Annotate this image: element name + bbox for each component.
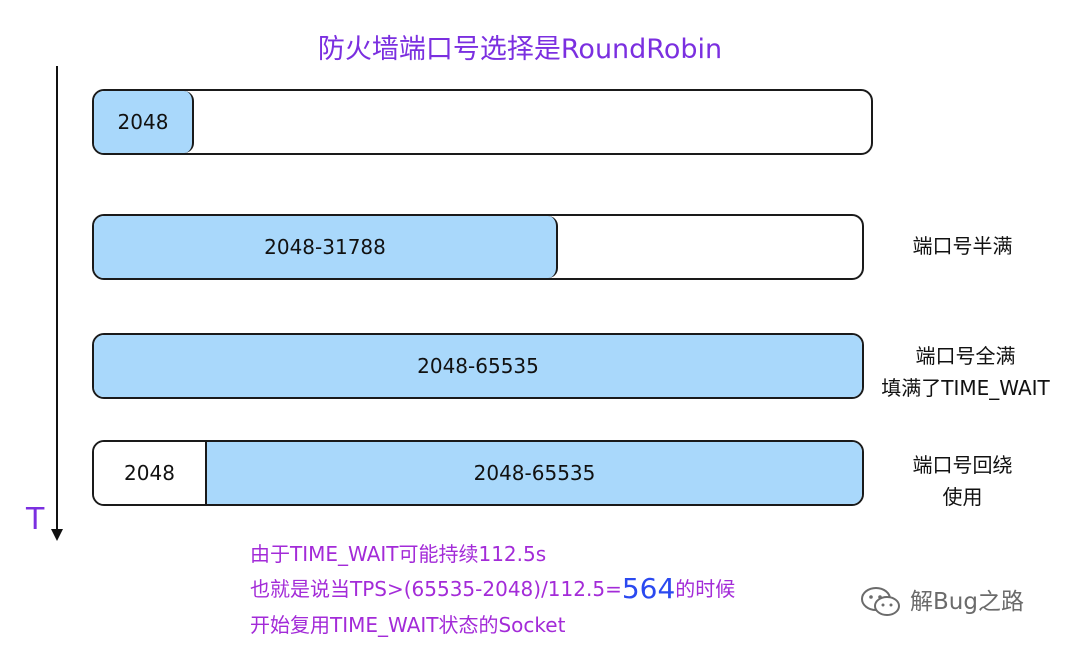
tps-threshold-value: 564 xyxy=(621,572,676,605)
port-segment-used: 2048-65535 xyxy=(207,442,862,504)
bar-3-note-line-2: 填满了TIME_WAIT xyxy=(881,376,1050,400)
bar-4-note: 端口号回绕 使用 xyxy=(880,449,1045,513)
explanation-line-3: 开始复用TIME_WAIT状态的Socket xyxy=(250,613,566,637)
explanation-line-2-suffix: 的时候 xyxy=(675,577,736,601)
port-bar-2: 2048-31788 xyxy=(92,214,864,280)
wechat-icon xyxy=(861,587,900,616)
explanation-line-2: 也就是说当TPS>(65535-2048)/112.5=564的时候 xyxy=(250,574,735,604)
port-segment-wrapped: 2048 xyxy=(94,442,207,504)
watermark-text: 解Bug之路 xyxy=(910,589,1024,615)
port-segment-used: 2048 xyxy=(94,91,194,153)
port-bar-3: 2048-65535 xyxy=(92,333,864,399)
bar-4-note-line-1: 端口号回绕 xyxy=(912,453,1013,477)
time-axis-line xyxy=(56,66,58,532)
time-axis-arrow-icon xyxy=(51,529,63,541)
port-bar-4: 2048 2048-65535 xyxy=(92,440,864,506)
diagram-title: 防火墙端口号选择是RoundRobin xyxy=(317,34,723,65)
port-segment-used: 2048-31788 xyxy=(94,216,558,278)
port-segment-used: 2048-65535 xyxy=(94,335,862,397)
explanation-line-2-prefix: 也就是说当TPS>(65535-2048)/112.5= xyxy=(250,577,622,601)
bar-4-note-line-2: 使用 xyxy=(942,485,983,509)
watermark: 解Bug之路 xyxy=(860,585,1024,619)
time-axis-label: T xyxy=(26,502,45,537)
explanation-line-1: 由于TIME_WAIT可能持续112.5s xyxy=(250,542,547,566)
bar-3-note: 端口号全满 填满了TIME_WAIT xyxy=(868,340,1063,404)
bar-2-note: 端口号半满 xyxy=(912,234,1013,258)
bar-3-note-line-1: 端口号全满 xyxy=(915,344,1016,368)
port-bar-1: 2048 xyxy=(92,89,873,155)
